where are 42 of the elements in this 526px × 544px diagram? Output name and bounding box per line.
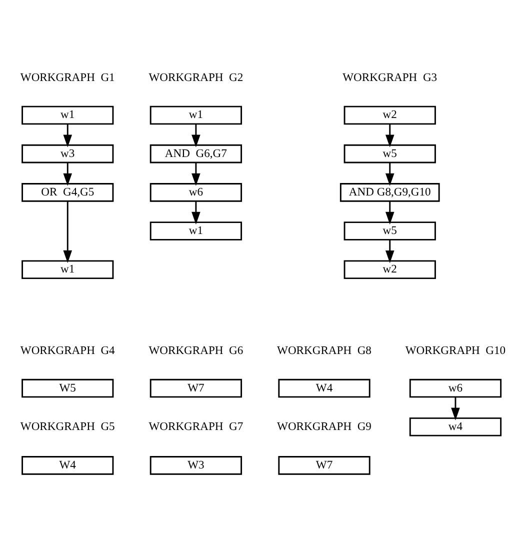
label: WORKGRAPH G6	[148, 344, 244, 357]
node-box: AND G6,G7	[150, 144, 242, 163]
node-box: w1	[150, 221, 242, 240]
label: WORKGRAPH G8	[277, 344, 372, 357]
node-box: w2	[344, 105, 436, 124]
label: WORKGRAPH G3	[342, 70, 438, 84]
arrow	[385, 162, 394, 186]
node-box: W7	[278, 456, 370, 474]
label: WORKGRAPH G1	[20, 70, 115, 84]
node-box: W5	[22, 378, 114, 398]
arrow	[63, 200, 72, 262]
arrow	[385, 239, 394, 263]
label: WORKGRAPH G2	[148, 70, 244, 84]
node-box: OR G4,G5	[22, 182, 114, 202]
node-box: W3	[150, 456, 242, 474]
node-box: W4	[278, 378, 370, 398]
arrow	[192, 162, 200, 186]
arrow	[192, 123, 200, 147]
node-box: w2	[344, 260, 436, 279]
node-box: W7	[150, 378, 242, 398]
label: WORKGRAPH G7	[148, 419, 244, 432]
node-box: w5	[344, 221, 436, 240]
node-box: w4	[409, 416, 502, 436]
node-box: w1	[22, 105, 114, 124]
node-box: W4	[22, 456, 114, 474]
node-box: AND G8,G9,G10	[340, 182, 440, 202]
node-box: w1	[22, 260, 114, 279]
node-box: w3	[22, 144, 114, 163]
arrow	[385, 200, 394, 224]
arrow	[451, 396, 460, 420]
label: WORKGRAPH G4	[20, 344, 115, 357]
arrow	[63, 162, 72, 186]
label: WORKGRAPH G9	[277, 419, 372, 432]
label: WORKGRAPH G10	[405, 344, 506, 357]
arrow	[192, 200, 200, 224]
label: WORKGRAPH G5	[20, 419, 115, 432]
node-box: w6	[409, 378, 502, 398]
node-box: w1	[150, 105, 242, 124]
arrow	[385, 123, 394, 147]
node-box: w6	[150, 182, 242, 202]
node-box: w5	[344, 144, 436, 163]
arrow	[63, 123, 72, 147]
